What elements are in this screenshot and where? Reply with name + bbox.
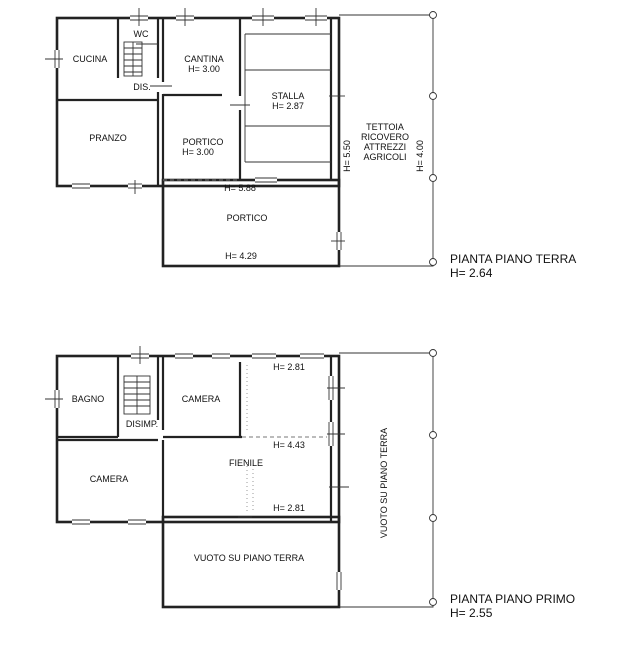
first-tettoia-outline xyxy=(339,352,434,608)
room-label-pranzo: PRANZO xyxy=(89,133,127,143)
window xyxy=(300,352,324,360)
window xyxy=(212,352,230,360)
room-label-cantina: CANTINA xyxy=(184,54,224,64)
room-label-vuoto-1: VUOTO SU PIANO TERRA xyxy=(194,553,304,563)
height-label-588: H= 5.88 xyxy=(224,183,256,193)
height-label-281-bottom: H= 2.81 xyxy=(273,503,305,513)
room-label-agricoli: AGRICOLI xyxy=(363,152,406,162)
pillar xyxy=(429,514,437,522)
height-label-281-top: H= 2.81 xyxy=(273,362,305,372)
window xyxy=(128,518,146,526)
room-label-bagno: BAGNO xyxy=(72,394,105,404)
room-label-portico: PORTICO xyxy=(183,137,224,147)
window xyxy=(327,376,345,400)
pillar xyxy=(429,598,437,606)
window xyxy=(72,518,90,526)
room-label-portico-2: PORTICO xyxy=(227,213,268,223)
pillar xyxy=(429,349,437,357)
room-label-tettoia: TETTOIA xyxy=(366,122,404,132)
window xyxy=(305,8,327,26)
room-height-stalla: H= 2.87 xyxy=(272,101,304,111)
window xyxy=(252,8,274,26)
window xyxy=(175,352,193,360)
pillar xyxy=(429,92,437,100)
pillar xyxy=(429,431,437,439)
first-floor-title: PIANTA PIANO PRIMO xyxy=(450,592,575,606)
room-label-stalla: STALLA xyxy=(272,91,305,101)
pillar xyxy=(429,258,437,266)
first-floor-plan: BAGNO CAMERA DISIMP. H= 2.81 H= 4.43 FIE… xyxy=(45,346,575,620)
ground-floor-plan: WC CUCINA CANTINA H= 3.00 DIS. STALLA H=… xyxy=(45,8,576,280)
window xyxy=(45,50,63,68)
room-height-portico: H= 3.00 xyxy=(182,147,214,157)
room-label-fienile: FIENILE xyxy=(229,458,263,468)
height-label-400: H= 4.00 xyxy=(415,140,425,172)
room-label-camera-1: CAMERA xyxy=(182,394,221,404)
room-height-cantina: H= 3.00 xyxy=(188,64,220,74)
pillar xyxy=(429,174,437,182)
room-label-attrezzi: ATTREZZI xyxy=(364,142,406,152)
staircase xyxy=(123,41,143,77)
window xyxy=(176,8,194,26)
room-label-ricovero: RICOVERO xyxy=(361,132,409,142)
window xyxy=(335,572,343,590)
staircase xyxy=(123,375,151,415)
height-label-443: H= 4.43 xyxy=(273,440,305,450)
ground-tettoia-outline xyxy=(339,14,434,267)
ground-floor-title: PIANTA PIANO TERRA xyxy=(450,252,576,266)
room-label-camera-2: CAMERA xyxy=(90,474,129,484)
ground-house-outline xyxy=(55,16,341,188)
window xyxy=(252,352,276,360)
window xyxy=(128,180,142,194)
room-label-vuoto-2: VUOTO SU PIANO TERRA xyxy=(379,428,389,538)
height-label-550: H= 5.50 xyxy=(342,140,352,172)
height-label-429: H= 4.29 xyxy=(225,251,257,261)
window xyxy=(131,346,149,364)
room-label-cucina: CUCINA xyxy=(73,54,108,64)
pillar xyxy=(429,11,437,19)
room-label-disimp: DISIMP. xyxy=(126,419,158,429)
ground-floor-height: H= 2.64 xyxy=(450,266,493,280)
window xyxy=(72,182,90,190)
window xyxy=(45,390,63,408)
window xyxy=(327,422,345,446)
ground-portico-outline xyxy=(161,178,341,268)
window xyxy=(130,8,148,26)
room-label-dis: DIS. xyxy=(133,82,151,92)
first-floor-height: H= 2.55 xyxy=(450,606,493,620)
room-label-wc: WC xyxy=(134,29,149,39)
window xyxy=(331,232,345,250)
window xyxy=(255,176,277,184)
